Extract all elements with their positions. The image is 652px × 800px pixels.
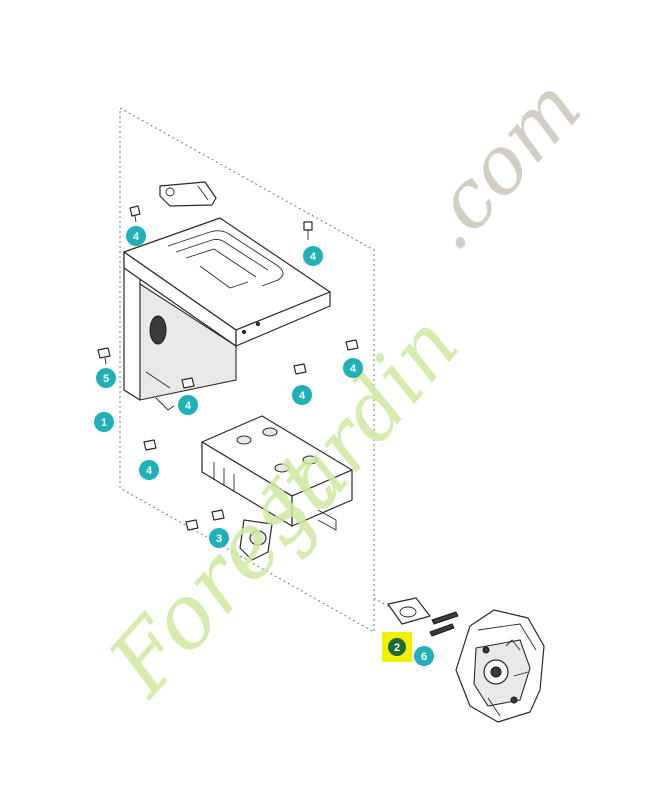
- callout-label: 6: [421, 651, 427, 663]
- callout-label: 5: [103, 373, 109, 385]
- mounting-bracket: [159, 181, 217, 207]
- engine-cylinder-head: [455, 609, 545, 723]
- bolt: [143, 439, 157, 451]
- bolt: [211, 509, 225, 521]
- callout-1[interactable]: 1: [94, 412, 114, 432]
- bolt: [293, 363, 307, 375]
- callout-label: 1: [101, 417, 107, 429]
- callout-4[interactable]: 4: [139, 460, 159, 480]
- callout-4[interactable]: 4: [343, 358, 363, 378]
- exhaust-flange: [239, 519, 273, 561]
- assembly-boundary: [119, 107, 375, 633]
- callout-label: 4: [350, 363, 357, 375]
- bolt: [185, 519, 199, 531]
- callout-label: 4: [185, 400, 192, 412]
- bolt: [97, 347, 111, 365]
- bolt: [181, 377, 195, 389]
- heat-shield: [123, 217, 331, 411]
- bolt: [345, 339, 359, 351]
- callout-layer: 1 2 3 4 4 4 4 4: [94, 226, 434, 666]
- callout-label: 4: [299, 390, 306, 402]
- callout-4[interactable]: 4: [126, 226, 146, 246]
- muffler: [201, 415, 353, 531]
- callout-6[interactable]: 6: [414, 646, 434, 666]
- callout-4[interactable]: 4: [178, 395, 198, 415]
- callout-4[interactable]: 4: [292, 385, 312, 405]
- callout-label: 4: [146, 465, 153, 477]
- bolt: [303, 221, 313, 240]
- callout-label: 3: [216, 533, 222, 545]
- bolt: [129, 205, 141, 223]
- watermark-text-part3: .com: [400, 61, 599, 268]
- callout-3[interactable]: 3: [209, 528, 229, 548]
- callout-label: 4: [310, 251, 317, 263]
- exhaust-gasket: [387, 597, 431, 625]
- stud: [429, 611, 459, 637]
- callout-5[interactable]: 5: [96, 368, 116, 388]
- callout-4[interactable]: 4: [303, 246, 323, 266]
- callout-label: 2: [394, 642, 400, 654]
- callout-2-highlighted[interactable]: 2: [382, 632, 412, 662]
- callout-label: 4: [133, 231, 140, 243]
